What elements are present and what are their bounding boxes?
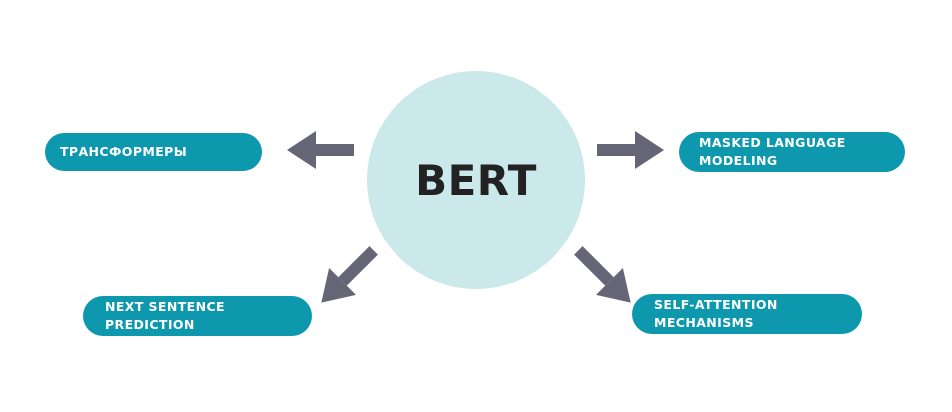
node-masked-language-modeling-label: MASKED LANGUAGE MODELING (699, 135, 846, 168)
center-node: BERT (367, 71, 585, 289)
arrow-left-icon (287, 131, 354, 169)
arrow-right-icon (597, 131, 664, 169)
node-self-attention-mechanisms: SELF-ATTENTION MECHANISMS (632, 294, 862, 334)
node-self-attention-mechanisms-label: SELF-ATTENTION MECHANISMS (654, 297, 778, 330)
center-label: BERT (415, 155, 537, 205)
node-masked-language-modeling: MASKED LANGUAGE MODELING (679, 132, 905, 172)
node-transformers: ТРАНСФОРМЕРЫ (45, 133, 262, 171)
arrow-down-right-icon (574, 246, 631, 303)
node-next-sentence-prediction: NEXT SENTENCE PREDICTION (83, 296, 312, 336)
node-transformers-label: ТРАНСФОРМЕРЫ (60, 144, 188, 159)
node-next-sentence-prediction-label: NEXT SENTENCE PREDICTION (105, 299, 225, 332)
arrow-down-left-icon (321, 246, 378, 303)
